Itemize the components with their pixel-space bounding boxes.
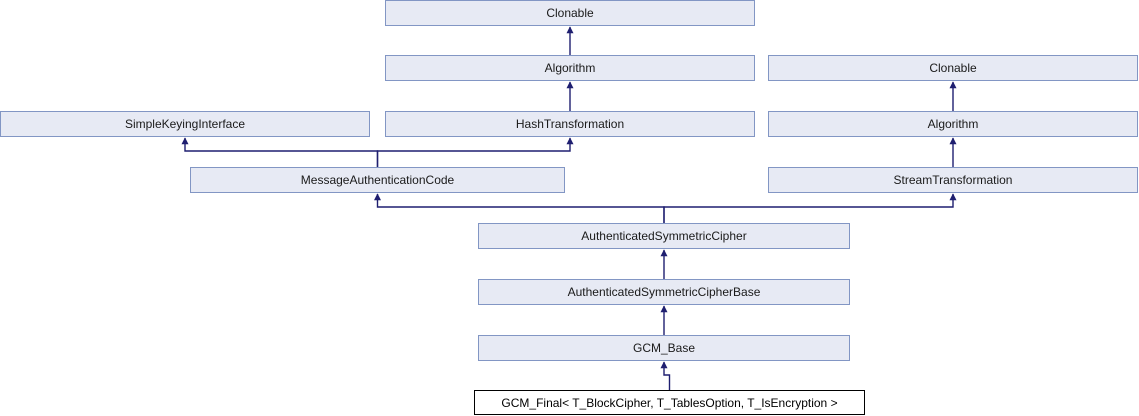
- class-node-label: Algorithm: [927, 117, 979, 131]
- class-node-clonable_top[interactable]: Clonable: [385, 0, 755, 26]
- class-node-algorithm_right[interactable]: Algorithm: [768, 111, 1138, 137]
- class-node-streamtransformation[interactable]: StreamTransformation: [768, 167, 1138, 193]
- class-node-hashtransformation[interactable]: HashTransformation: [385, 111, 755, 137]
- class-node-label: MessageAuthenticationCode: [300, 173, 455, 187]
- class-node-authsymmetriccipher[interactable]: AuthenticatedSymmetricCipher: [478, 223, 850, 249]
- class-node-label: Algorithm: [544, 61, 596, 75]
- class-node-label: GCM_Base: [632, 341, 696, 355]
- class-node-clonable_right[interactable]: Clonable: [768, 55, 1138, 81]
- class-node-label: AuthenticatedSymmetricCipher: [581, 229, 747, 243]
- class-node-label: AuthenticatedSymmetricCipherBase: [567, 285, 761, 299]
- class-node-simplekeyinginterface[interactable]: SimpleKeyingInterface: [0, 111, 370, 137]
- inheritance-edge-messageauthcode-to-simplekeyinginterface: [181, 137, 379, 167]
- class-node-label: GCM_Final< T_BlockCipher, T_TablesOption…: [501, 395, 838, 410]
- class-node-label: HashTransformation: [515, 117, 625, 131]
- class-node-label: StreamTransformation: [893, 173, 1013, 187]
- class-node-label: Clonable: [546, 6, 594, 20]
- class-node-label: Clonable: [929, 61, 977, 75]
- inheritance-edge-authsymmetriccipher-to-streamtransformation: [663, 193, 957, 223]
- inheritance-edge-authsymmetriccipher-to-messageauthcode: [374, 193, 665, 223]
- inheritance-edge-gcm_final-to-gcm_base: [660, 361, 671, 390]
- class-node-gcm_base[interactable]: GCM_Base: [478, 335, 850, 361]
- inheritance-edge-messageauthcode-to-hashtransformation: [376, 137, 574, 167]
- class-node-algorithm_left[interactable]: Algorithm: [385, 55, 755, 81]
- class-node-messageauthcode[interactable]: MessageAuthenticationCode: [190, 167, 565, 193]
- class-node-authsymmetriccipherbase[interactable]: AuthenticatedSymmetricCipherBase: [478, 279, 850, 305]
- class-node-gcm_final[interactable]: GCM_Final< T_BlockCipher, T_TablesOption…: [474, 390, 865, 415]
- class-node-label: SimpleKeyingInterface: [124, 117, 246, 131]
